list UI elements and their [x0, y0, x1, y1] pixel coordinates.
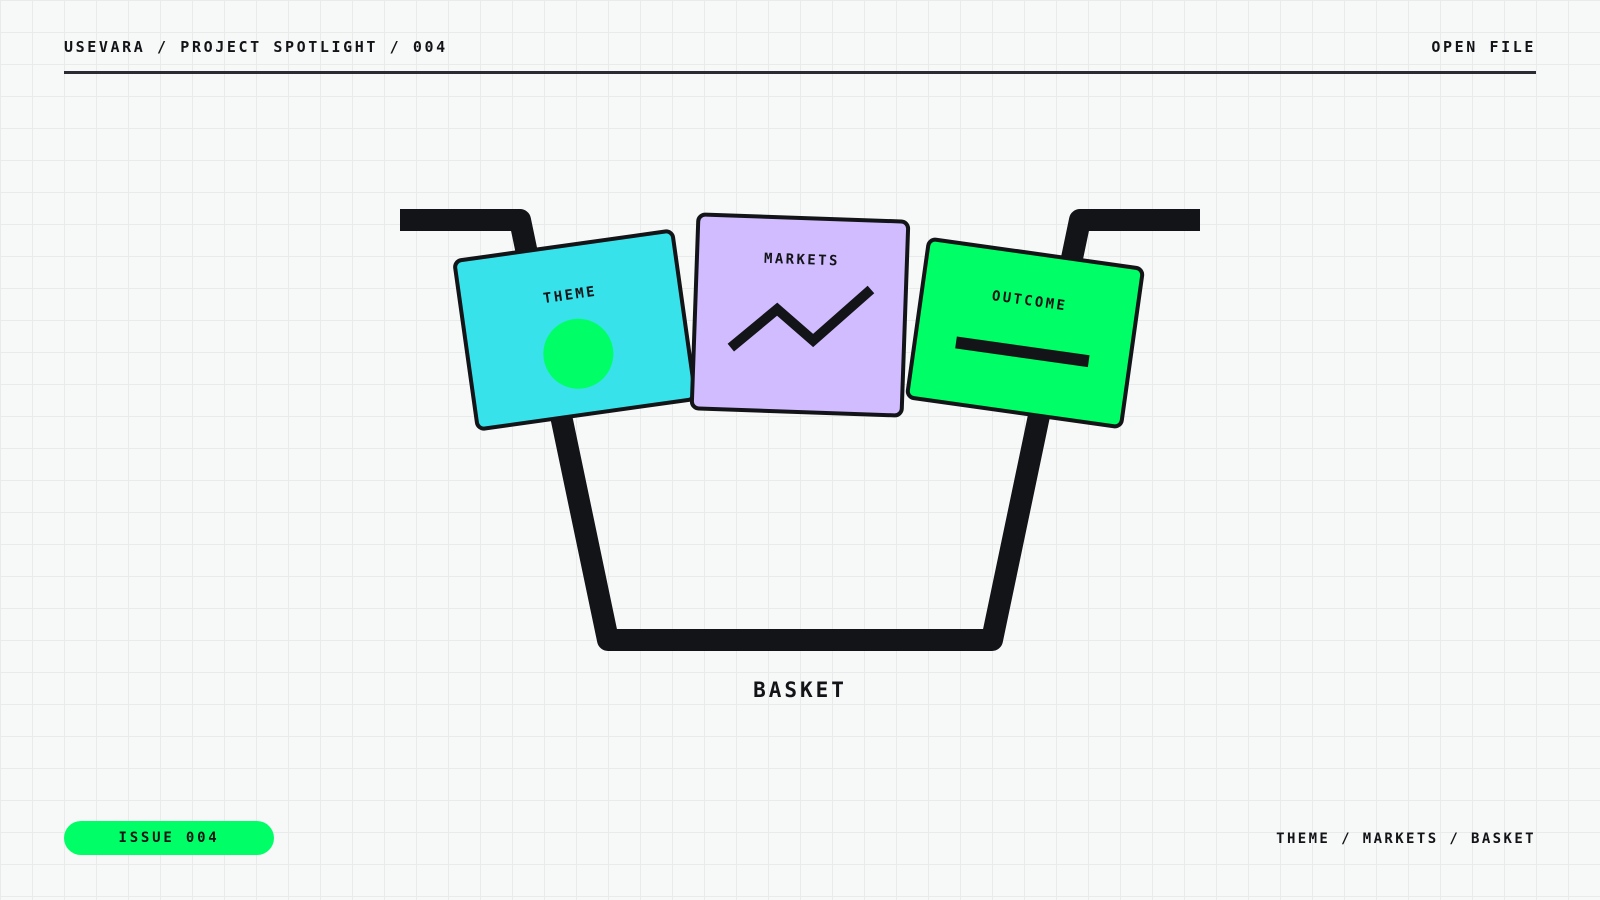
- trend-line-icon: [727, 285, 875, 352]
- circle-icon: [543, 318, 614, 389]
- open-file-link[interactable]: OPEN FILE: [1431, 38, 1536, 56]
- page-header: USEVARA / PROJECT SPOTLIGHT / 004 OPEN F…: [64, 36, 1536, 74]
- issue-badge: ISSUE 004: [64, 821, 274, 855]
- basket-label: BASKET: [753, 678, 847, 702]
- bar-icon: [955, 336, 1090, 368]
- card-markets-label: MARKETS: [764, 251, 840, 270]
- card-outcome-body: [905, 237, 1145, 429]
- card-markets: MARKETS: [689, 212, 911, 418]
- card-markets-body: [689, 212, 911, 418]
- card-theme: THEME: [453, 229, 697, 431]
- card-theme-label: THEME: [542, 284, 598, 307]
- card-outcome: OUTCOME: [905, 237, 1145, 429]
- breadcrumb: USEVARA / PROJECT SPOTLIGHT / 004: [64, 38, 448, 56]
- basket-outline: [400, 209, 1200, 651]
- footer-trail: THEME / MARKETS / BASKET: [1276, 831, 1536, 847]
